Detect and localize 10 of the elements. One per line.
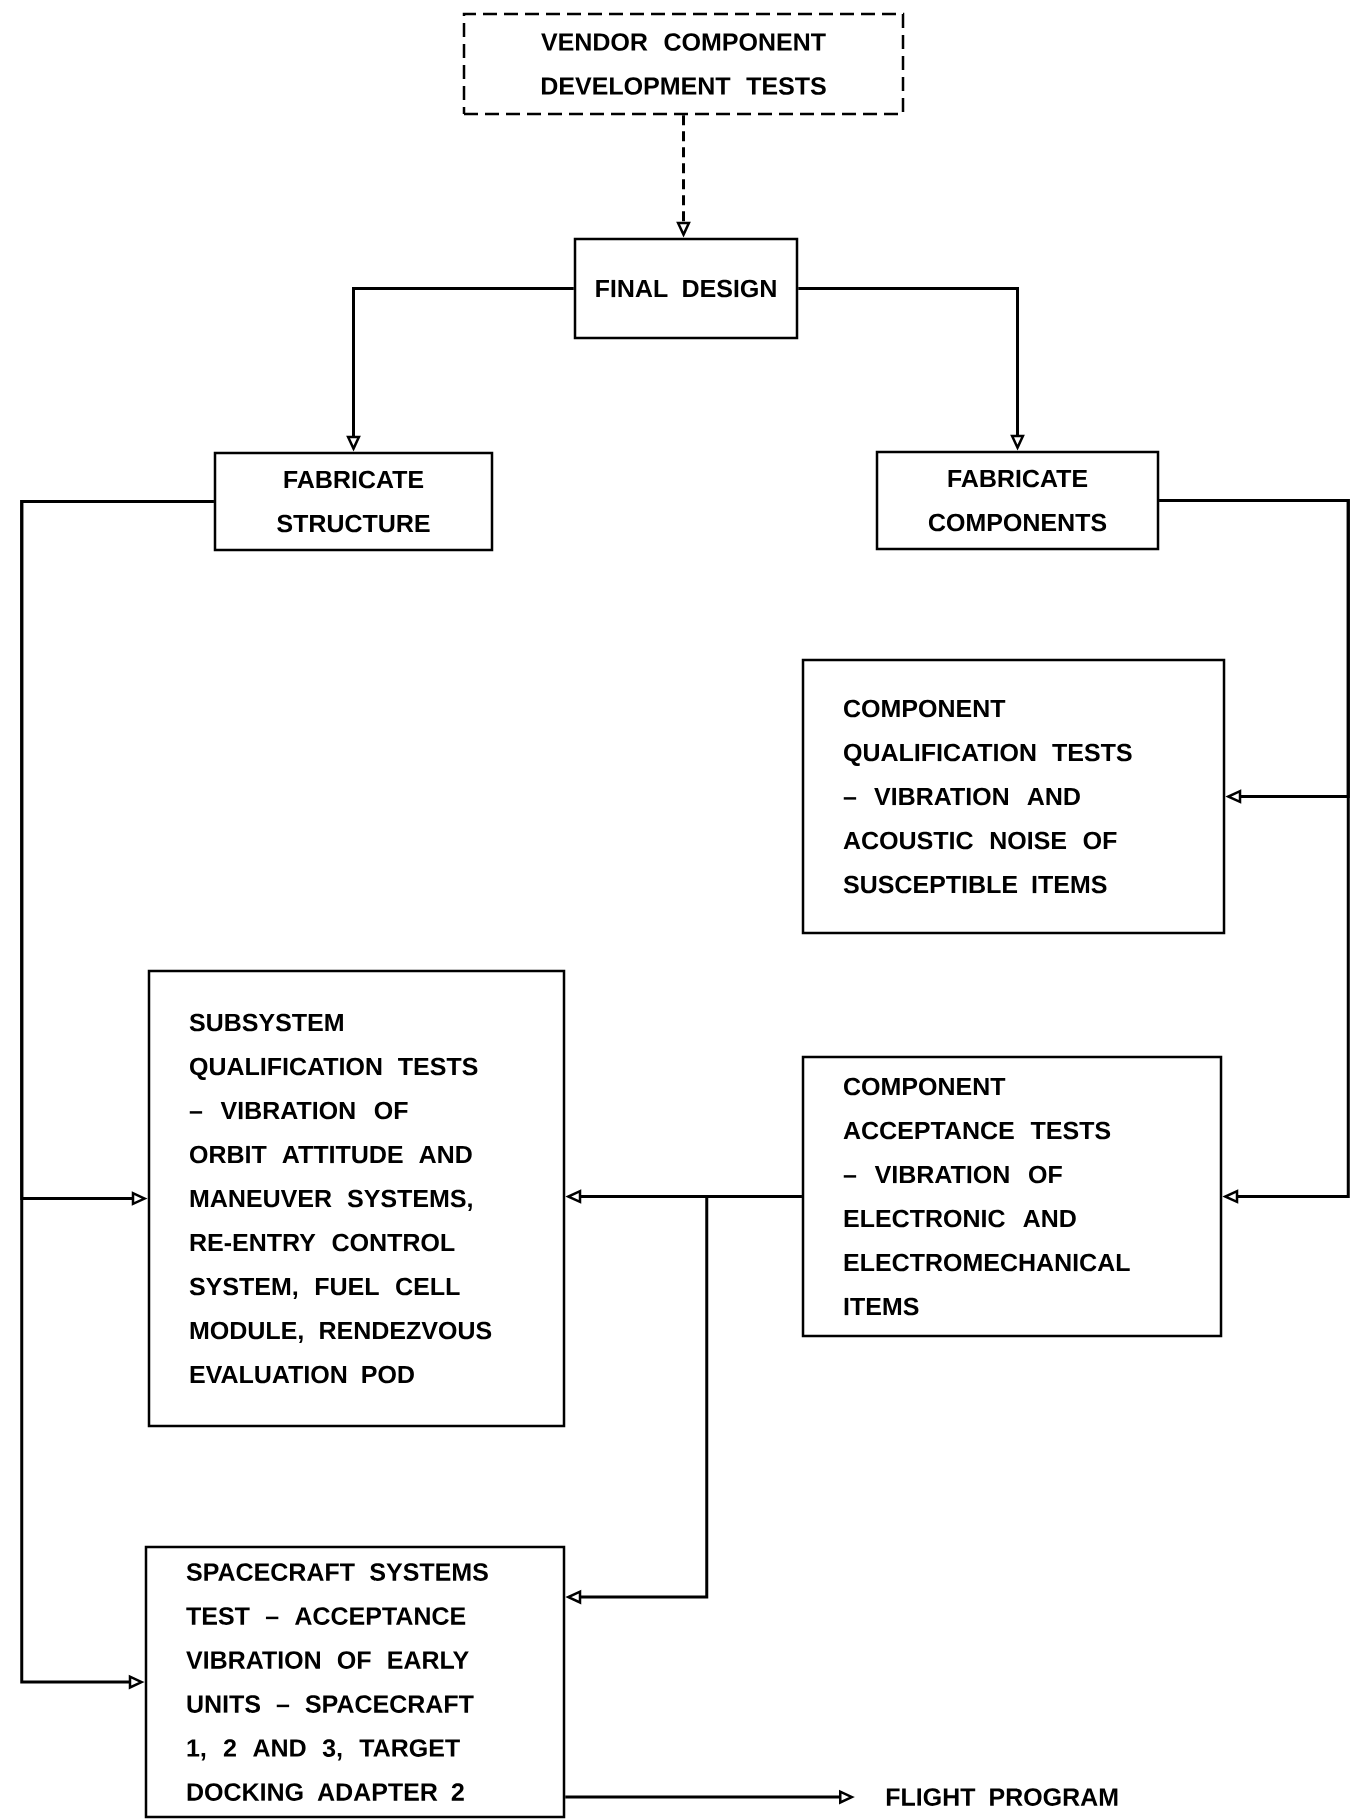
arrow — [1159, 499, 1350, 1204]
process-box: COMPONENT QUALIFICATION TESTS – VIBRATION AND ACOUSTIC NOISE OF SUSCEPTIBLE ITEMS — [801, 658, 1226, 935]
process-box: SUBSYSTEM QUALIFICATION TESTS – VIBRATION OF ORBIT ATTITUDE AND MANEUVER SYSTEMS, RE-ENTRY CONTROL SYSTEM, FUEL CELL MODULE, RENDEZVOUS EVALUATION POD — [147, 969, 566, 1428]
process-box: FABRICATE COMPONENTS — [875, 450, 1160, 551]
process-box: VENDOR COMPONENT DEVELOPMENT TESTS — [462, 12, 905, 116]
end-label: FLIGHT PROGRAM — [886, 1788, 1118, 1806]
process-box: FABRICATE STRUCTURE — [213, 451, 494, 552]
process-box: FINAL DESIGN — [573, 237, 799, 340]
process-box: SPACECRAFT SYSTEMS TEST – ACCEPTANCE VIBRATION OF EARLY UNITS – SPACECRAFT 1, 2 AND 3, TARGET DOCKING ADAPTER 2 — [144, 1545, 566, 1819]
process-box: COMPONENT ACCEPTANCE TESTS – VIBRATION OF ELECTRONIC AND ELECTROMECHANICAL ITEMS — [801, 1055, 1223, 1338]
